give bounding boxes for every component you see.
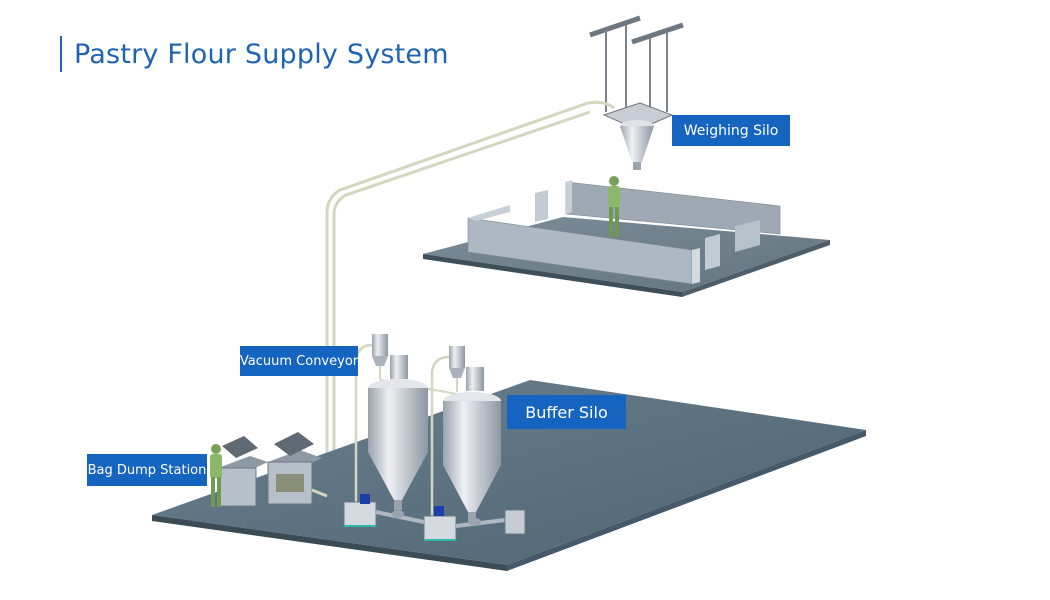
- label-buffer-silo: Buffer Silo: [507, 395, 626, 429]
- main-floor: [152, 380, 866, 571]
- vacuum-conveyor: [354, 334, 465, 520]
- transport-pipe: [325, 100, 615, 500]
- label-weighing-silo: Weighing Silo: [672, 115, 790, 146]
- title-accent-bar: [60, 36, 62, 72]
- upper-floor: [423, 180, 830, 297]
- buffer-silo: [368, 355, 501, 522]
- label-bag-dump-station: Bag Dump Station: [87, 454, 207, 486]
- label-vacuum-conveyor: Vacuum Conveyor: [240, 346, 358, 376]
- weighing-silo: [589, 15, 684, 170]
- rotary-feeders: [343, 494, 526, 541]
- bag-dump-station: [217, 432, 328, 507]
- operator-upper-figure: [608, 176, 620, 237]
- title-block: Pastry Flour Supply System: [60, 34, 449, 74]
- page-title: Pastry Flour Supply System: [74, 38, 449, 70]
- operator-lower-figure: [210, 444, 222, 507]
